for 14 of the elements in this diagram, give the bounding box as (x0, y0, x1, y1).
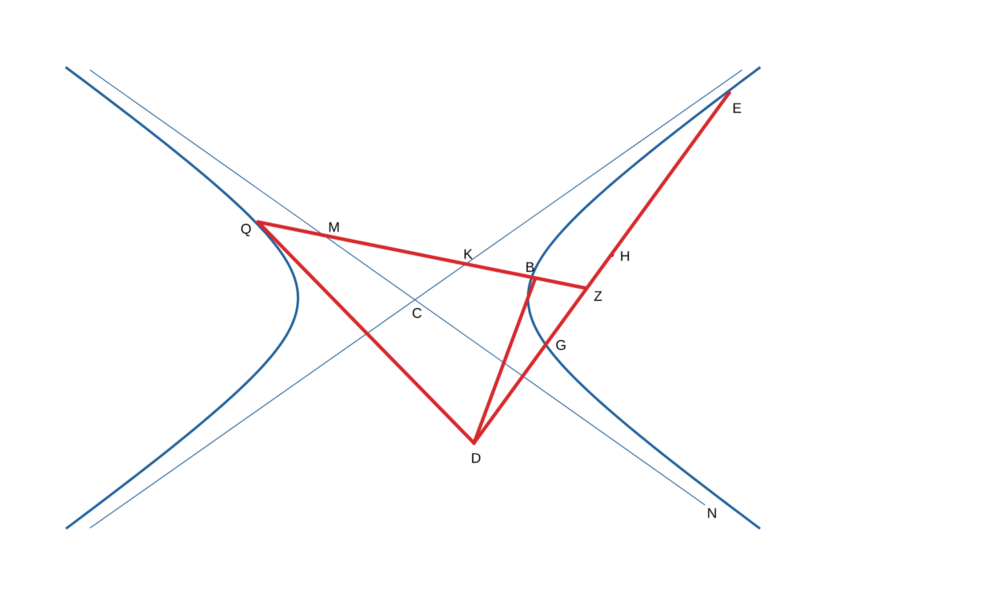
point-label: Q (241, 224, 251, 236)
point-label: H (610, 251, 629, 261)
line-segment (256, 220, 476, 445)
point-label: Z (594, 291, 602, 301)
point-label: E (727, 91, 742, 113)
point-label: K (464, 249, 473, 259)
point-label: D (472, 441, 480, 463)
point-label: N (708, 508, 716, 518)
point-label: M (329, 222, 339, 232)
line-segment (256, 220, 587, 290)
line-segment (472, 91, 731, 445)
point-label: C (412, 308, 422, 318)
point-label: G (556, 340, 566, 350)
point-label: B (526, 262, 534, 272)
